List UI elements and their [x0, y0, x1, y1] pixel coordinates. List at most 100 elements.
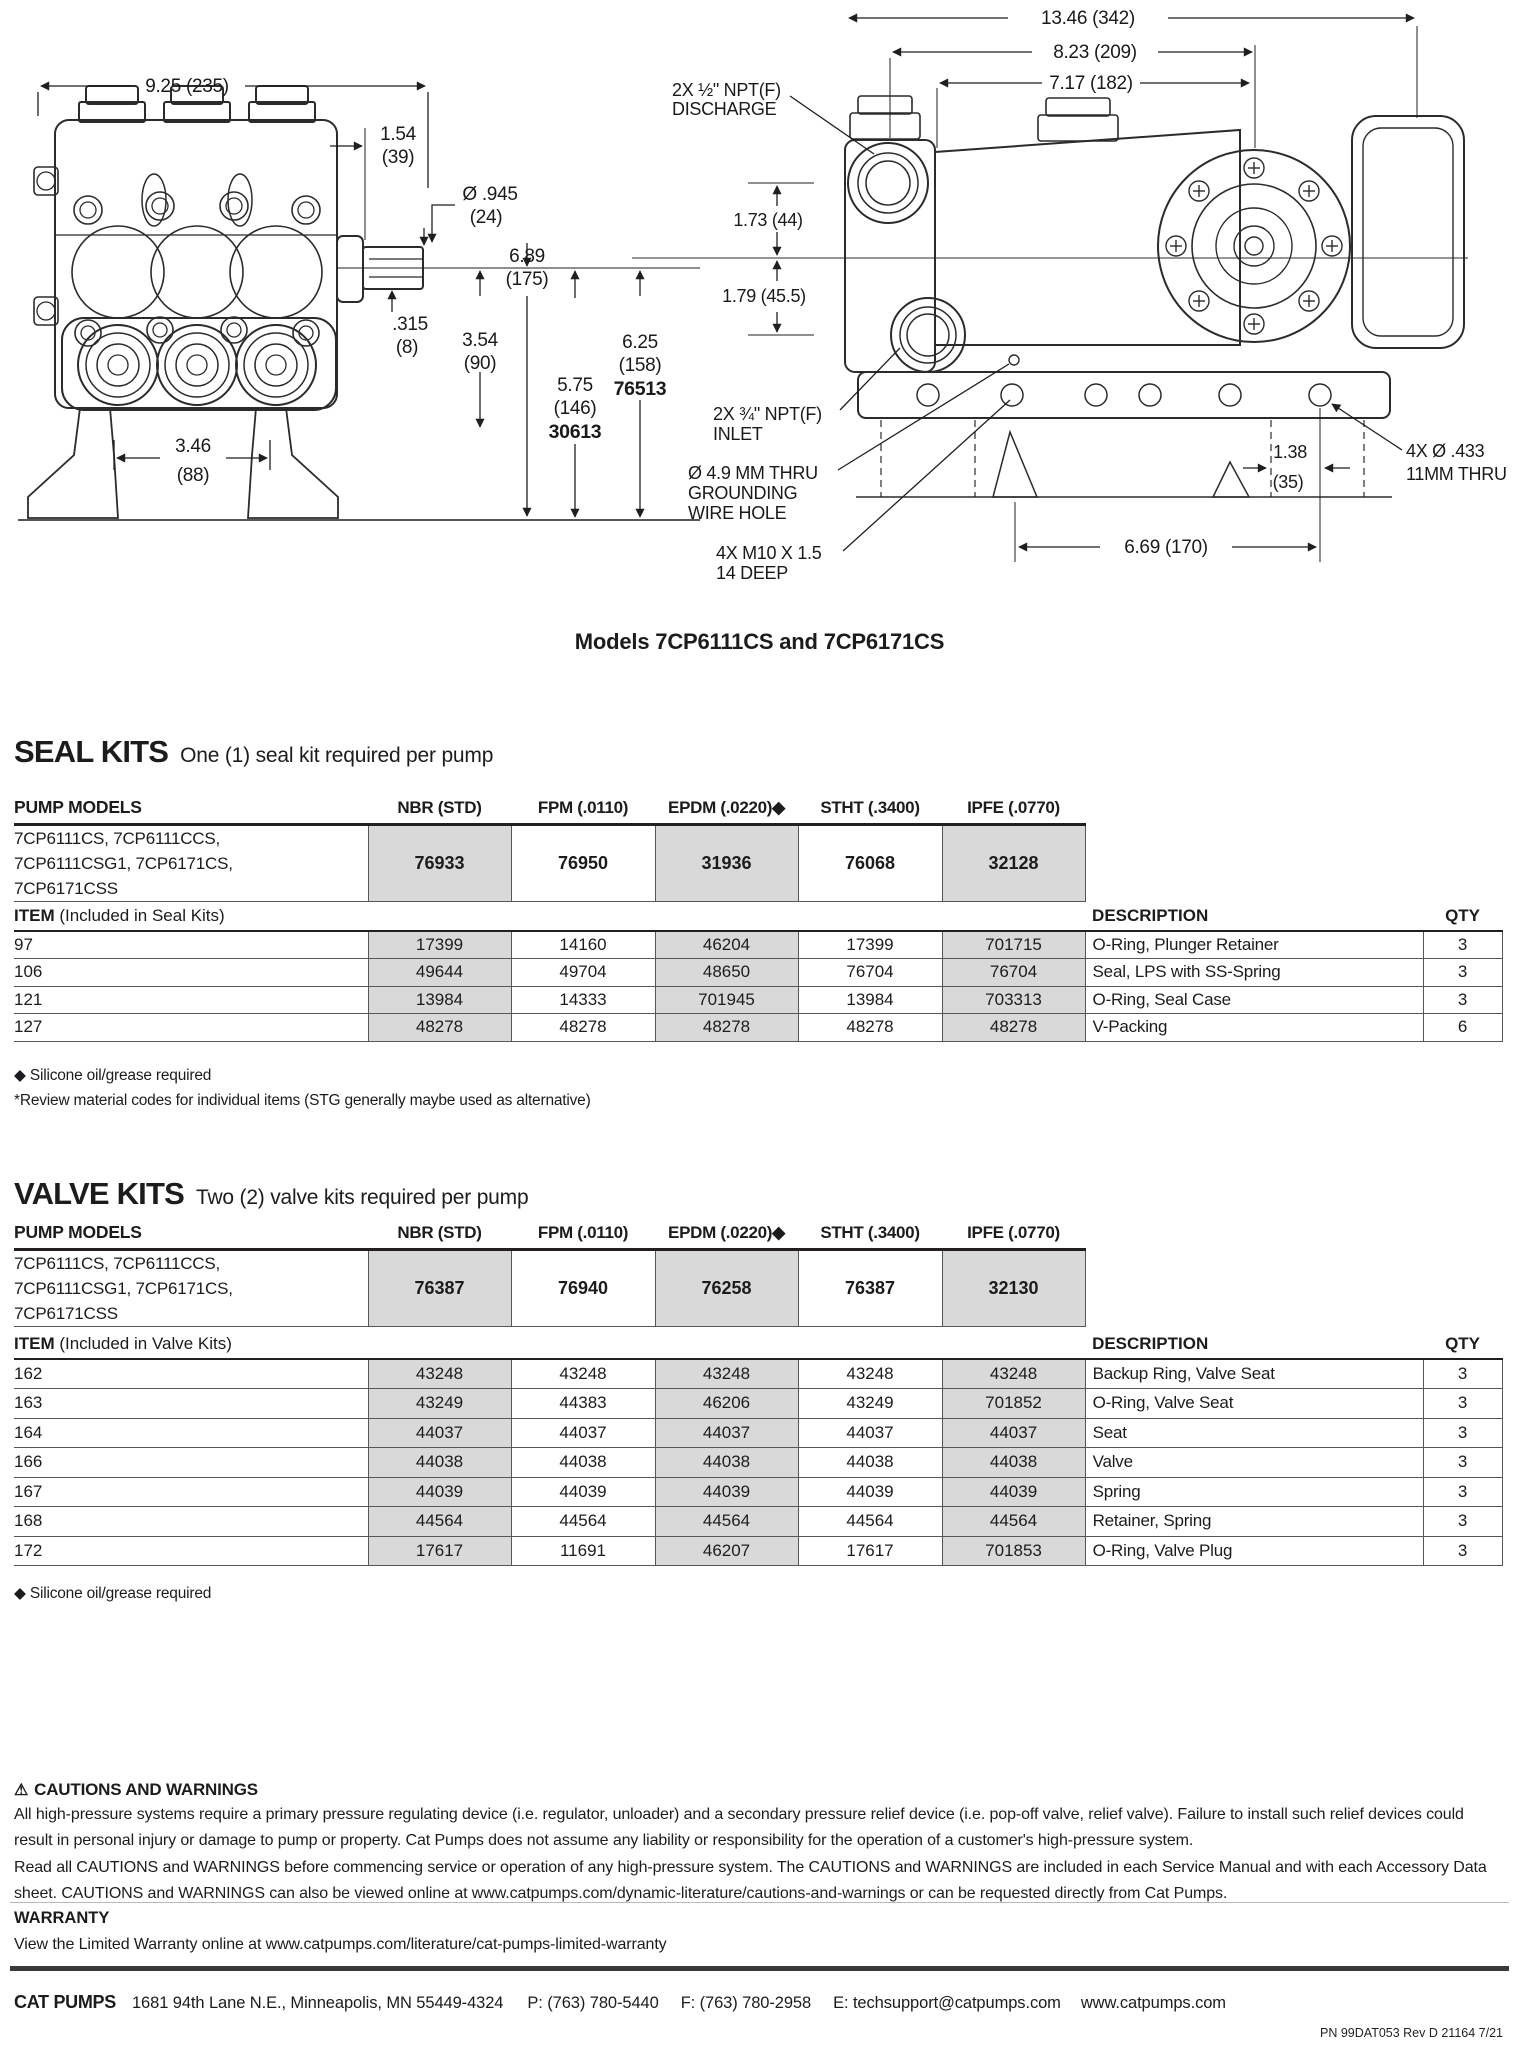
valve-kits-title: VALVE KITS — [14, 1176, 185, 1211]
table-row: 162 43248 43248 43248 43248 43248 Backup… — [14, 1359, 1503, 1389]
description-cell: O-Ring, Valve Plug — [1084, 1536, 1424, 1566]
rail1-part-number: 30613 — [549, 421, 602, 443]
part-number-cell: 44037 — [654, 1418, 798, 1448]
inlet-port-label: 2X ¾" NPT(F) — [713, 404, 822, 424]
footer-phone: P: (763) 780-5440 — [527, 1994, 659, 2012]
description-cell: V-Packing — [1084, 1013, 1424, 1042]
column-header-fpm: FPM (.0110) — [511, 1222, 655, 1251]
svg-text:WIRE HOLE: WIRE HOLE — [688, 503, 787, 523]
part-number-cell: 44564 — [510, 1506, 655, 1537]
qty-cell: 3 — [1422, 1388, 1503, 1419]
rail2-part-number: 76513 — [614, 378, 667, 400]
svg-text:(175): (175) — [506, 269, 549, 290]
part-number-cell: 17617 — [797, 1536, 942, 1566]
dimension-diagrams: 9.25 (235) 1.54 (39) Ø .945 (24) 6.89 (1… — [18, 8, 1507, 583]
seal-kits-subtitle: One (1) seal kit required per pump — [180, 744, 494, 767]
dim-rail1-label: 5.75 — [557, 375, 593, 396]
column-header-epdm: EPDM (.0220)◆ — [655, 1222, 798, 1251]
part-number-cell: 44383 — [510, 1388, 655, 1419]
column-header-pump-models: PUMP MODELS — [14, 1222, 368, 1251]
dim-shaft-dia-label: Ø .945 — [462, 184, 517, 205]
description-cell: Valve — [1084, 1447, 1424, 1478]
warranty-text: View the Limited Warranty online at www.… — [14, 1936, 667, 1953]
part-number-cell: 48278 — [941, 1013, 1086, 1042]
footer-address: 1681 94th Lane N.E., Minneapolis, MN 554… — [131, 1994, 504, 2012]
footer: CAT PUMPS 1681 94th Lane N.E., Minneapol… — [14, 1992, 1226, 2013]
table-row: 163 43249 44383 46206 43249 701852 O-Rin… — [14, 1388, 1503, 1419]
dim-foot-span-label: 6.69 (170) — [1124, 537, 1208, 558]
table-row: 172 17617 11691 46207 17617 701853 O-Rin… — [14, 1536, 1503, 1566]
part-number-cell: 44038 — [510, 1447, 655, 1478]
seal-kits-footnote-material: *Review material codes for individual it… — [14, 1092, 591, 1109]
part-number-cell: 43248 — [797, 1359, 942, 1389]
part-number-cell: 701853 — [941, 1536, 1086, 1566]
qty-cell: 3 — [1422, 1477, 1503, 1507]
description-column-header: DESCRIPTION — [1085, 1334, 1424, 1360]
kit-number-cell: 32130 — [941, 1249, 1086, 1327]
part-number-cell: 44039 — [941, 1477, 1086, 1507]
seal-kit-items-table: ITEM (Included in Seal Kits) DESCRIPTION… — [14, 906, 1503, 1042]
column-header-ipfe: IPFE (.0770) — [942, 1222, 1085, 1251]
part-number-cell: 44564 — [797, 1506, 942, 1537]
part-number-cell: 44037 — [797, 1418, 942, 1448]
item-number-cell: 162 — [14, 1359, 368, 1389]
svg-text:(90): (90) — [464, 353, 497, 374]
description-cell: Spring — [1084, 1477, 1424, 1507]
svg-text:(146): (146) — [554, 398, 597, 419]
part-number-cell: 44038 — [654, 1447, 798, 1478]
column-header-ipfe: IPFE (.0770) — [942, 797, 1085, 826]
part-number-cell: 46206 — [654, 1388, 798, 1419]
part-number-cell: 13984 — [367, 986, 511, 1014]
column-header-nbr: NBR (STD) — [368, 797, 511, 826]
part-number-cell: 44038 — [797, 1447, 942, 1478]
dim-key-label: .315 — [392, 314, 428, 335]
svg-text:GROUNDING: GROUNDING — [688, 483, 797, 503]
dim-width-label: 9.25 (235) — [145, 76, 229, 97]
description-cell: O-Ring, Seal Case — [1084, 986, 1424, 1014]
table-row: 167 44039 44039 44039 44039 44039 Spring… — [14, 1477, 1503, 1507]
item-number-cell: 164 — [14, 1418, 368, 1448]
svg-text:DISCHARGE: DISCHARGE — [672, 99, 777, 119]
part-number-cell: 43248 — [941, 1359, 1086, 1389]
valve-k-subtitle: Two (2) valve kits required per pump — [195, 1186, 529, 1209]
valve-kits-footnote-silicone: ◆ Silicone oil/grease required — [14, 1585, 212, 1602]
side-view-labels: 13.46 (342) 8.23 (209) 7.17 (182) 2X ½" … — [672, 8, 1507, 583]
kit-number-row: 7CP6111CS, 7CP6111CCS, 7CP6111CSG1, 7CP6… — [14, 824, 1086, 902]
kit-number-cell: 32128 — [941, 824, 1086, 902]
item-column-header: ITEM (Included in Valve Kits) — [14, 1334, 1086, 1360]
crankshaft — [336, 235, 424, 303]
front-view-pump-drawing — [27, 85, 424, 519]
part-number-cell: 43248 — [654, 1359, 798, 1389]
table-row: 168 44564 44564 44564 44564 44564 Retain… — [14, 1506, 1503, 1537]
item-number-cell: 167 — [14, 1477, 368, 1507]
part-number-cell: 703313 — [941, 986, 1086, 1014]
part-number-cell: 701945 — [654, 986, 798, 1014]
qty-cell: 3 — [1422, 1506, 1503, 1537]
warranty-heading: WARRANTY — [14, 1909, 110, 1927]
part-number-cell: 48278 — [797, 1013, 942, 1042]
kit-number-row: 7CP6111CS, 7CP6111CCS, 7CP6111CSG1, 7CP6… — [14, 1249, 1086, 1327]
part-number-cell: 43249 — [797, 1388, 942, 1419]
column-header-pump-models: PUMP MODELS — [14, 797, 368, 826]
part-number-cell: 43248 — [367, 1359, 511, 1389]
item-number-cell: 121 — [14, 986, 368, 1014]
part-number-cell: 44037 — [510, 1418, 655, 1448]
description-cell: O-Ring, Valve Seat — [1084, 1388, 1424, 1419]
qty-cell: 3 — [1422, 1447, 1503, 1478]
valve-kit-numbers-table: PUMP MODELS NBR (STD) FPM (.0110) EPDM (… — [14, 1222, 1086, 1327]
valve-kit-items-table: ITEM (Included in Valve Kits) DESCRIPTIO… — [14, 1334, 1503, 1566]
seal-kits-footnote-silicone: ◆ Silicone oil/grease required — [14, 1067, 212, 1084]
dim-length2-label: 8.23 (209) — [1053, 42, 1137, 63]
qty-column-header: QTY — [1423, 1334, 1503, 1360]
svg-text:(88): (88) — [177, 465, 210, 486]
footer-fax: F: (763) 780-2958 — [680, 1994, 812, 2012]
svg-text:(35): (35) — [1273, 472, 1304, 492]
part-number-cell: 44038 — [941, 1447, 1086, 1478]
seal-kits-title: SEAL KITS — [14, 734, 169, 769]
dim-offset-label: 1.54 — [380, 124, 417, 145]
part-number-cell: 13984 — [797, 986, 942, 1014]
discharge-port-label: 2X ½" NPT(F) — [672, 80, 781, 100]
dim-foot-edge-label: 1.38 — [1273, 442, 1307, 462]
dim-length3-label: 7.17 (182) — [1049, 73, 1133, 94]
table-header-row: PUMP MODELS NBR (STD) FPM (.0110) EPDM (… — [14, 797, 1085, 826]
